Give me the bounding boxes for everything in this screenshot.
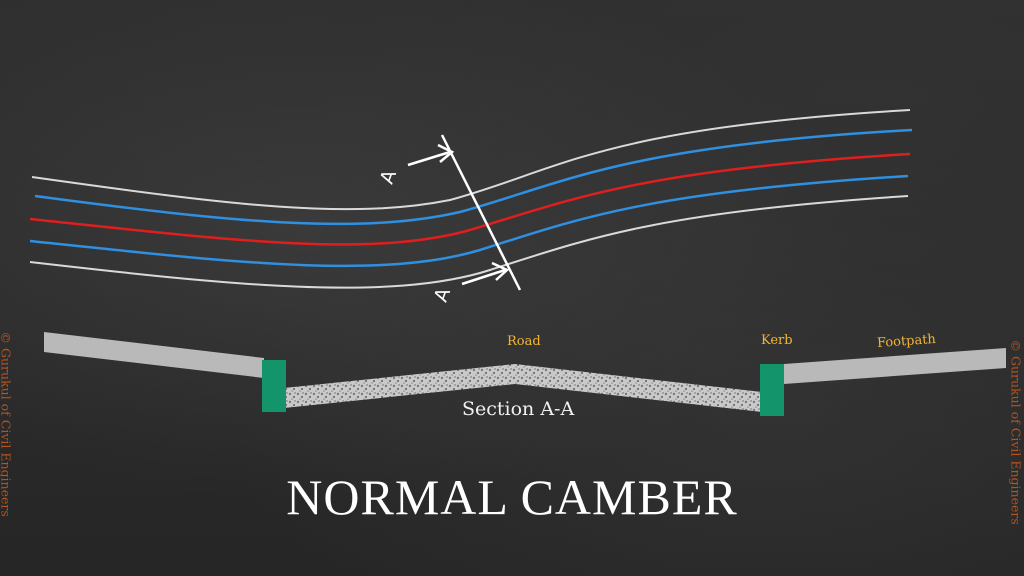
road-edge-top (31, 109, 911, 211)
lane-line-top (34, 128, 913, 226)
right-footpath (784, 348, 1006, 384)
watermark-left: © Gurukul of Civil Engineers (0, 331, 14, 517)
road-plan-view (29, 109, 913, 289)
section-cut-line (440, 134, 522, 291)
arrow-top-head (437, 143, 455, 163)
road-surface (284, 364, 762, 412)
watermark-right: © Gurukul of Civil Engineers (1008, 339, 1024, 525)
right-kerb (760, 364, 784, 416)
cross-section (44, 332, 1006, 416)
arrow-bottom-shaft (461, 268, 506, 286)
left-kerb (262, 360, 286, 412)
road-edge-bottom (29, 195, 909, 289)
kerb-label: Kerb (761, 333, 793, 348)
arrow-bottom-head (491, 261, 510, 281)
arrow-top-shaft (407, 150, 451, 167)
left-footpath (44, 332, 264, 378)
center-line (29, 152, 911, 246)
road-label: Road (507, 334, 541, 349)
section-a-a-label: Section A-A (462, 398, 575, 420)
slide-title: NORMAL CAMBER (286, 469, 738, 525)
lane-line-bottom (29, 174, 909, 268)
section-cut-marker (407, 134, 522, 291)
